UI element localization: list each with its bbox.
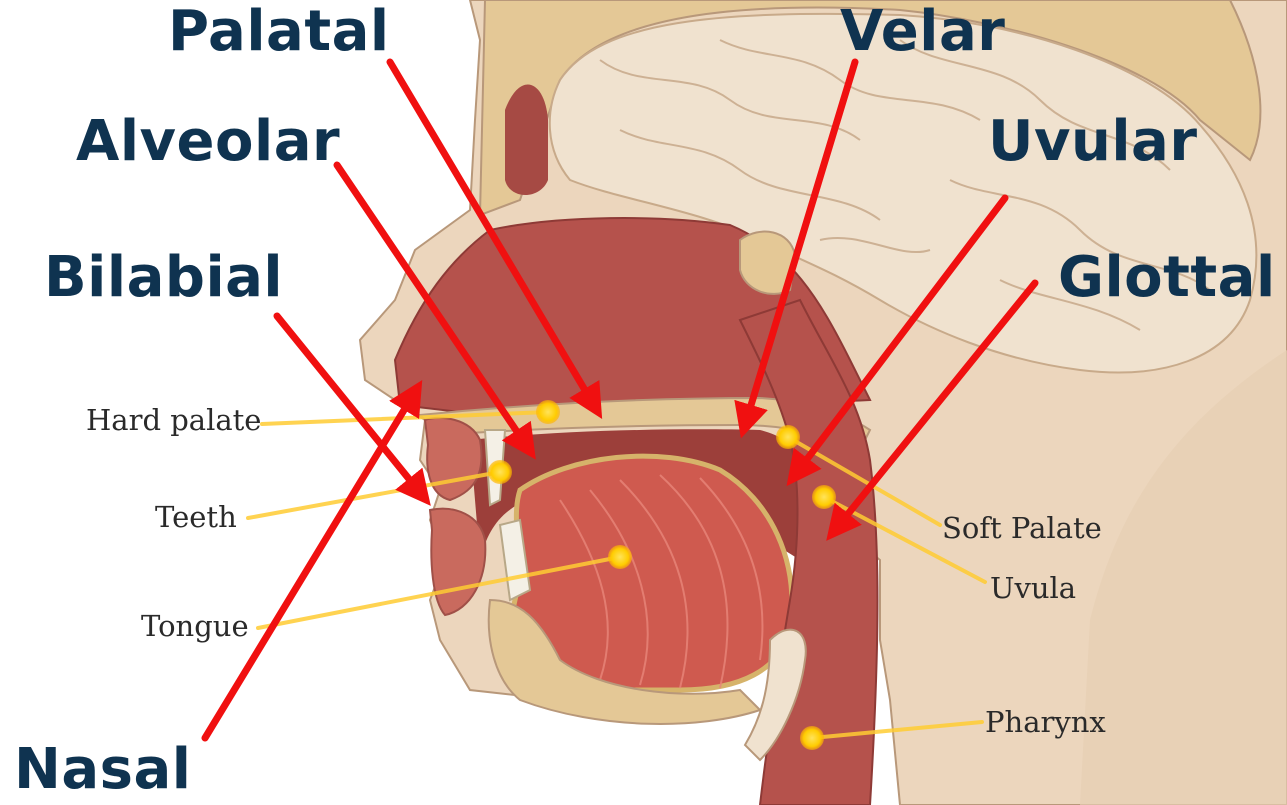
marker-hard-palate	[536, 400, 560, 424]
label-palatal: Palatal	[168, 4, 390, 60]
label-tongue: Tongue	[141, 612, 249, 641]
label-velar: Velar	[840, 4, 1005, 60]
marker-soft-palate	[776, 425, 800, 449]
label-hard-palate: Hard palate	[86, 406, 261, 435]
marker-tongue	[608, 545, 632, 569]
label-glottal: Glottal	[1058, 250, 1276, 306]
marker-pharynx	[800, 726, 824, 750]
label-uvula: Uvula	[990, 574, 1076, 603]
label-alveolar: Alveolar	[76, 114, 340, 170]
frontal-sinus	[505, 85, 548, 195]
label-teeth: Teeth	[155, 503, 237, 532]
marker-uvula	[812, 485, 836, 509]
marker-teeth	[488, 460, 512, 484]
label-bilabial: Bilabial	[44, 250, 283, 306]
label-nasal: Nasal	[14, 742, 191, 798]
label-soft-palate: Soft Palate	[942, 514, 1102, 543]
arrow-nasal	[205, 392, 415, 738]
label-pharynx: Pharynx	[985, 708, 1106, 737]
label-uvular: Uvular	[988, 114, 1197, 170]
